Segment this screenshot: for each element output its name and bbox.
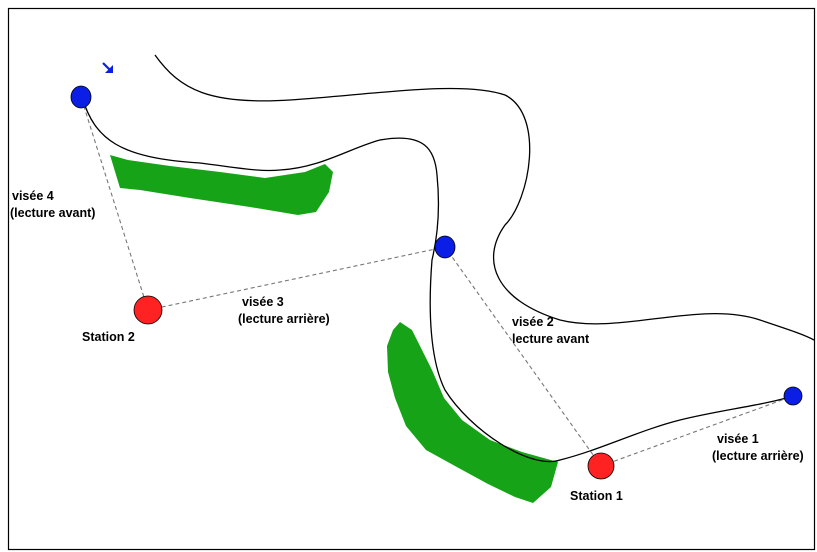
- visee-1-label: visée 1: [717, 432, 759, 446]
- station-1-marker: [587, 452, 615, 480]
- arrow-down-right-icon: [102, 62, 113, 73]
- visee-3-label: visée 3: [242, 295, 284, 309]
- sight-line-1: [600, 395, 794, 467]
- sight-line-3: [147, 246, 446, 311]
- sight-line-2: [444, 246, 602, 467]
- station-2-marker: [133, 295, 163, 325]
- vegetation-patch-south: [387, 322, 558, 503]
- target-point-visee-2-3: [434, 235, 456, 259]
- station-2-label: Station 2: [82, 330, 135, 344]
- target-point-visee-4: [70, 85, 92, 109]
- diagram-border: [7, 7, 816, 551]
- vegetation-patch-north: [110, 155, 333, 215]
- visee-3-sublabel: (lecture arrière): [238, 312, 330, 326]
- target-point-visee-1: [783, 386, 803, 406]
- visee-1-sublabel: (lecture arrière): [712, 449, 804, 463]
- visee-4-label: visée 4: [12, 189, 54, 203]
- sight-line-4: [80, 96, 149, 311]
- visee-2-sublabel: lecture avant: [512, 332, 590, 346]
- river-bank-upper: [154, 54, 815, 341]
- sight-lines: [80, 96, 794, 467]
- station-1-label: Station 1: [570, 489, 623, 503]
- visee-2-label: visée 2: [512, 315, 554, 329]
- river-bank-lower: [81, 96, 794, 463]
- visee-4-sublabel: (lecture avant): [10, 206, 95, 220]
